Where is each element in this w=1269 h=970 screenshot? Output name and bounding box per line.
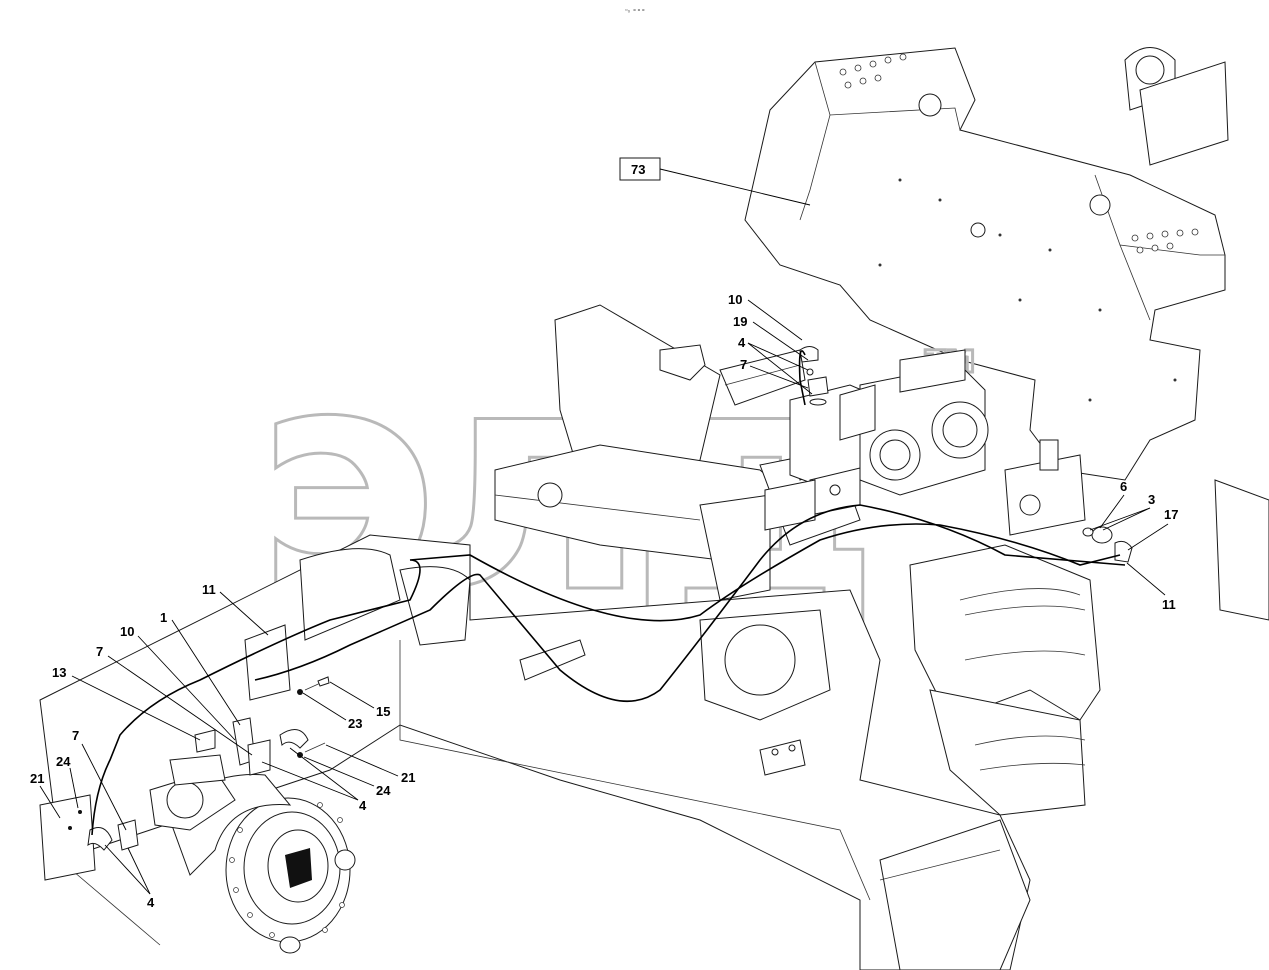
callout-4-low[interactable]: 4: [104, 844, 155, 910]
svg-text:11: 11: [202, 582, 216, 597]
callout-6[interactable]: 6: [1099, 479, 1127, 529]
callout-15[interactable]: 15: [329, 681, 390, 719]
rear-frame: [744, 47, 1269, 621]
svg-text:1: 1: [160, 610, 167, 625]
callout-10-top[interactable]: 10: [728, 292, 803, 341]
callout-7-left[interactable]: 7: [96, 644, 253, 756]
front-frame: [39, 304, 1101, 970]
callout-19[interactable]: 19: [733, 314, 809, 361]
callout-24-left[interactable]: 24: [56, 754, 79, 809]
svg-text:7: 7: [740, 357, 747, 372]
travel-motor: [149, 754, 356, 954]
callout-7-top[interactable]: 7: [740, 357, 809, 389]
svg-text:24: 24: [56, 754, 71, 769]
svg-text:4: 4: [147, 895, 155, 910]
svg-text:10: 10: [728, 292, 742, 307]
svg-text:23: 23: [348, 716, 362, 731]
callout-10-left[interactable]: 10: [120, 624, 236, 741]
svg-text:10: 10: [120, 624, 134, 639]
callouts: 73 10 19 4 7 6 3 17: [30, 157, 1178, 910]
svg-text:4: 4: [359, 798, 367, 813]
header-mark: ▫₀ ∘∘∘: [625, 7, 645, 14]
callout-11-right[interactable]: 11: [1126, 562, 1176, 612]
callout-17[interactable]: 17: [1127, 507, 1178, 551]
callout-24-right[interactable]: 24: [303, 756, 391, 798]
svg-text:6: 6: [1120, 479, 1127, 494]
callout-23[interactable]: 23: [302, 692, 362, 731]
hydraulic-hoses: [91, 350, 1126, 836]
svg-text:13: 13: [52, 665, 66, 680]
svg-text:3: 3: [1148, 492, 1155, 507]
callout-21-right[interactable]: 21: [325, 744, 415, 785]
svg-text:15: 15: [376, 704, 390, 719]
svg-text:21: 21: [401, 770, 415, 785]
svg-text:21: 21: [30, 771, 44, 786]
svg-text:7: 7: [72, 728, 79, 743]
callout-4-mid[interactable]: 4: [261, 747, 367, 813]
svg-text:4: 4: [738, 335, 746, 350]
callout-13[interactable]: 13: [52, 665, 201, 741]
svg-text:7: 7: [96, 644, 103, 659]
pump-assembly: [764, 349, 989, 531]
callout-73[interactable]: 73: [619, 157, 811, 206]
callout-11-left[interactable]: 11: [202, 582, 269, 636]
callout-1[interactable]: 1: [160, 610, 241, 726]
callout-3[interactable]: 3: [1089, 492, 1155, 531]
svg-text:19: 19: [733, 314, 747, 329]
callout-7-low[interactable]: 7: [72, 728, 127, 831]
svg-text:24: 24: [376, 783, 391, 798]
svg-text:73: 73: [631, 162, 645, 177]
svg-text:17: 17: [1164, 507, 1178, 522]
callout-21-left[interactable]: 21: [30, 771, 61, 819]
svg-text:11: 11: [1162, 597, 1176, 612]
